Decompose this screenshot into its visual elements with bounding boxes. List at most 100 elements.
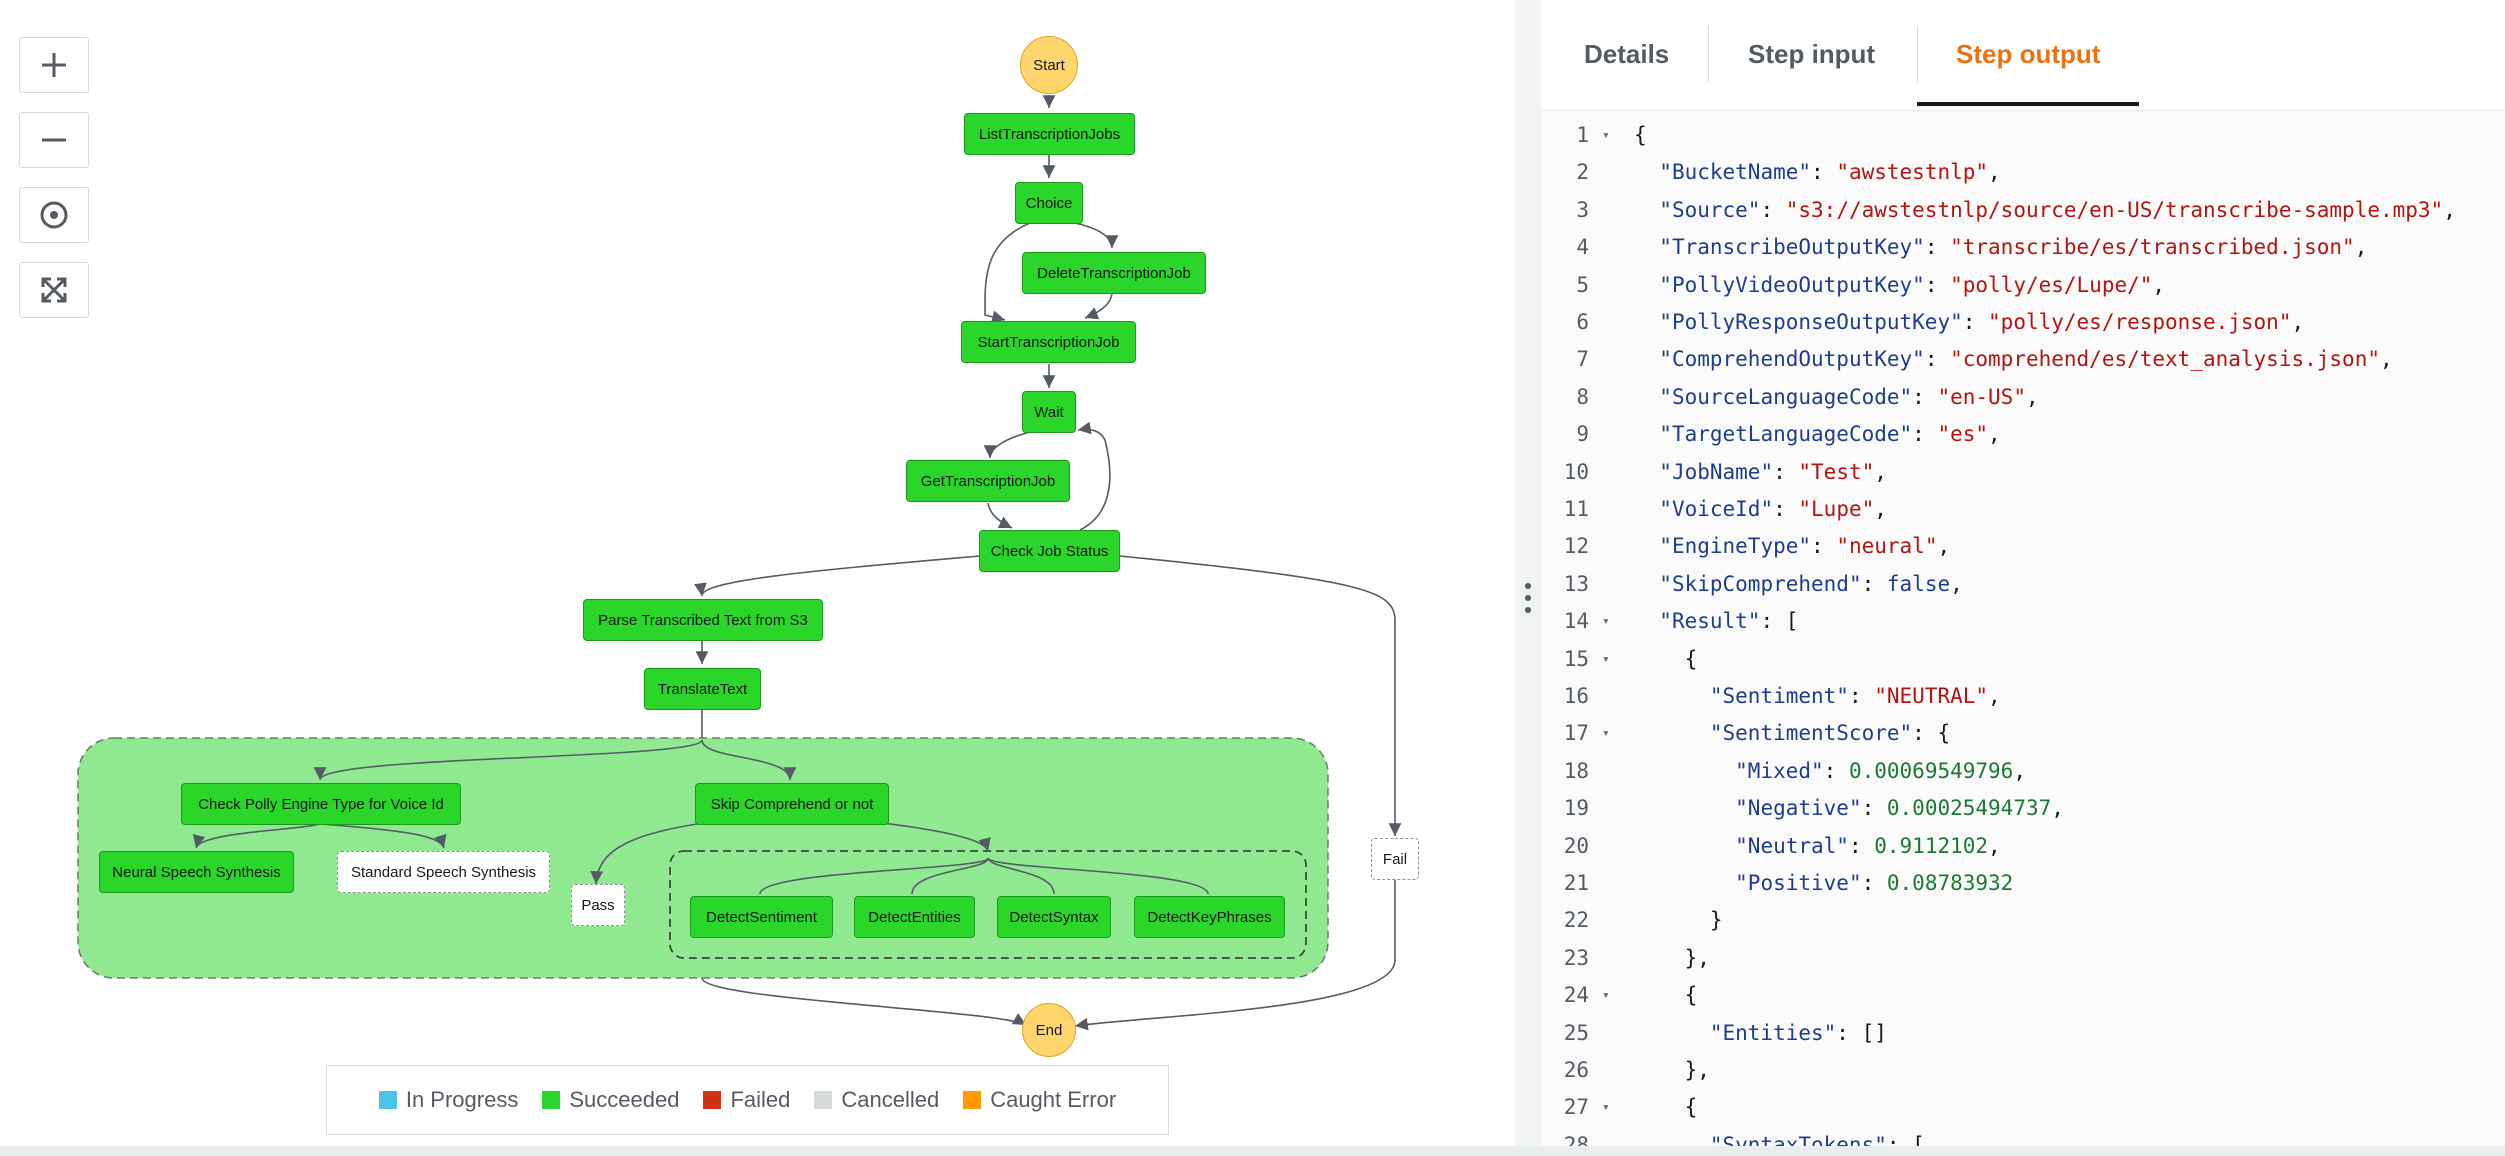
fold-toggle-icon[interactable]: ▾ bbox=[1602, 726, 1610, 742]
code-token: 0.00069549796 bbox=[1848, 758, 2014, 783]
node-detect-entities[interactable]: DetectEntities bbox=[854, 896, 975, 938]
node-list-transcription-jobs[interactable]: ListTranscriptionJobs bbox=[964, 113, 1135, 155]
node-standard-speech-synthesis[interactable]: Standard Speech Synthesis bbox=[337, 851, 550, 893]
zoom-out-button[interactable] bbox=[19, 112, 89, 168]
code-token: : bbox=[1924, 347, 1951, 372]
graph-panel[interactable]: Start ListTranscriptionJobs Choice Delet… bbox=[0, 0, 1515, 1146]
code-token bbox=[1634, 572, 1659, 596]
line-number: 12 bbox=[1563, 534, 1589, 559]
code-text: "Neutral": 0.9112102, bbox=[1634, 828, 2001, 865]
code-text: "BucketName": "awstestnlp", bbox=[1634, 154, 2000, 191]
legend-caught-error: Caught Error bbox=[963, 1087, 1116, 1113]
code-line: 21 "Positive": 0.08783932 bbox=[1541, 865, 2505, 902]
code-token: "polly/es/response.json" bbox=[1988, 310, 2292, 334]
code-token: "Source" bbox=[1659, 197, 1761, 222]
fold-toggle-icon[interactable]: ▾ bbox=[1602, 128, 1610, 143]
tab-details[interactable]: Details bbox=[1584, 38, 1670, 69]
line-number: 27 bbox=[1563, 1095, 1589, 1120]
node-pass[interactable]: Pass bbox=[571, 884, 625, 926]
tab-step-output[interactable]: Step output bbox=[1956, 38, 2101, 69]
status-legend: In Progress Succeeded Failed Cancelled C… bbox=[326, 1065, 1169, 1135]
legend-label: Failed bbox=[730, 1087, 791, 1112]
horizontal-scrollbar[interactable] bbox=[0, 1146, 2505, 1156]
code-token bbox=[1634, 871, 1735, 895]
code-token: "SentimentScore" bbox=[1709, 721, 1913, 746]
panel-resize-handle[interactable] bbox=[1515, 0, 1541, 1146]
code-line: 13 "SkipComprehend": false, bbox=[1541, 566, 2505, 603]
code-token: }, bbox=[1634, 1058, 1710, 1082]
node-skip-comprehend[interactable]: Skip Comprehend or not bbox=[695, 783, 889, 825]
code-token: , bbox=[2025, 384, 2039, 409]
code-token: : bbox=[1912, 422, 1938, 447]
target-icon bbox=[40, 201, 68, 229]
code-token: , bbox=[1950, 571, 1963, 596]
code-token bbox=[1634, 1021, 1710, 1045]
code-line: 17▾ "SentimentScore": { bbox=[1541, 715, 2505, 752]
code-line: 22 } bbox=[1541, 902, 2505, 939]
code-token bbox=[1634, 198, 1659, 222]
code-line: 12 "EngineType": "neural", bbox=[1541, 528, 2505, 565]
legend-succeeded: Succeeded bbox=[542, 1087, 679, 1113]
code-line: 16 "Sentiment": "NEUTRAL", bbox=[1541, 678, 2505, 715]
node-start-transcription-job[interactable]: StartTranscriptionJob bbox=[961, 321, 1136, 363]
active-tab-indicator bbox=[1917, 102, 2139, 106]
code-line: 15▾ { bbox=[1541, 641, 2505, 678]
node-delete-transcription-job[interactable]: DeleteTranscriptionJob bbox=[1022, 252, 1206, 294]
code-text: "TargetLanguageCode": "es", bbox=[1634, 416, 2000, 453]
node-translate-text[interactable]: TranslateText bbox=[644, 668, 761, 710]
zoom-in-button[interactable] bbox=[19, 37, 89, 93]
json-code-editor[interactable]: 1▾{2 "BucketName": "awstestnlp",3 "Sourc… bbox=[1541, 112, 2505, 1146]
code-token: , bbox=[2291, 310, 2305, 334]
node-check-polly-engine-type[interactable]: Check Polly Engine Type for Voice Id bbox=[181, 783, 461, 825]
code-token: : bbox=[1861, 571, 1887, 596]
expand-icon bbox=[41, 277, 67, 303]
code-token: "Mixed" bbox=[1735, 758, 1824, 783]
code-text: { bbox=[1634, 641, 1698, 678]
code-token: "transcribe/es/transcribed.json" bbox=[1950, 235, 2355, 260]
code-token bbox=[1634, 609, 1659, 633]
node-check-job-status[interactable]: Check Job Status bbox=[979, 530, 1120, 572]
code-token bbox=[1634, 497, 1659, 521]
node-wait[interactable]: Wait bbox=[1022, 391, 1076, 433]
code-token bbox=[1634, 273, 1659, 297]
node-detect-sentiment[interactable]: DetectSentiment bbox=[690, 896, 833, 938]
code-token bbox=[1634, 160, 1659, 184]
fold-toggle-icon[interactable]: ▾ bbox=[1602, 651, 1610, 667]
start-node[interactable]: Start bbox=[1020, 36, 1078, 94]
code-token: , bbox=[1988, 833, 2001, 858]
code-token: : [ bbox=[1760, 609, 1799, 634]
node-fail[interactable]: Fail bbox=[1371, 838, 1419, 880]
code-token bbox=[1634, 1133, 1710, 1146]
line-number: 10 bbox=[1563, 459, 1589, 484]
code-token: "EngineType" bbox=[1659, 534, 1812, 559]
code-token bbox=[1634, 759, 1735, 783]
node-detect-keyphrases[interactable]: DetectKeyPhrases bbox=[1134, 896, 1285, 938]
node-choice[interactable]: Choice bbox=[1015, 182, 1083, 224]
fold-toggle-icon[interactable]: ▾ bbox=[1602, 1100, 1610, 1116]
code-text: { bbox=[1634, 117, 1647, 154]
node-neural-speech-synthesis[interactable]: Neural Speech Synthesis bbox=[99, 851, 294, 893]
center-button[interactable] bbox=[19, 187, 89, 243]
code-token: "VoiceId" bbox=[1659, 497, 1774, 521]
fold-toggle-icon[interactable]: ▾ bbox=[1602, 988, 1610, 1004]
code-token: } bbox=[1634, 908, 1723, 933]
legend-cancelled: Cancelled bbox=[814, 1087, 939, 1113]
tab-step-input[interactable]: Step input bbox=[1748, 38, 1876, 69]
code-line: 18 "Mixed": 0.00069549796, bbox=[1541, 753, 2505, 790]
code-token: "JobName" bbox=[1659, 459, 1774, 484]
code-token: "SourceLanguageCode" bbox=[1659, 384, 1913, 409]
end-node[interactable]: End bbox=[1022, 1003, 1076, 1057]
fit-to-screen-button[interactable] bbox=[19, 262, 89, 318]
fold-toggle-icon[interactable]: ▾ bbox=[1602, 614, 1610, 630]
code-token: "Test" bbox=[1798, 459, 1875, 484]
node-get-transcription-job[interactable]: GetTranscriptionJob bbox=[906, 460, 1070, 502]
node-detect-syntax[interactable]: DetectSyntax bbox=[997, 896, 1111, 938]
line-number: 13 bbox=[1563, 571, 1589, 596]
code-token: "comprehend/es/text_analysis.json" bbox=[1950, 347, 2380, 372]
code-line: 27▾ { bbox=[1541, 1089, 2505, 1126]
code-line: 7 "ComprehendOutputKey": "comprehend/es/… bbox=[1541, 341, 2505, 378]
code-line: 14▾ "Result": [ bbox=[1541, 603, 2505, 640]
code-text: "SourceLanguageCode": "en-US", bbox=[1634, 379, 2039, 416]
line-number: 14 bbox=[1563, 609, 1589, 634]
node-parse-transcribed-text[interactable]: Parse Transcribed Text from S3 bbox=[583, 599, 823, 641]
